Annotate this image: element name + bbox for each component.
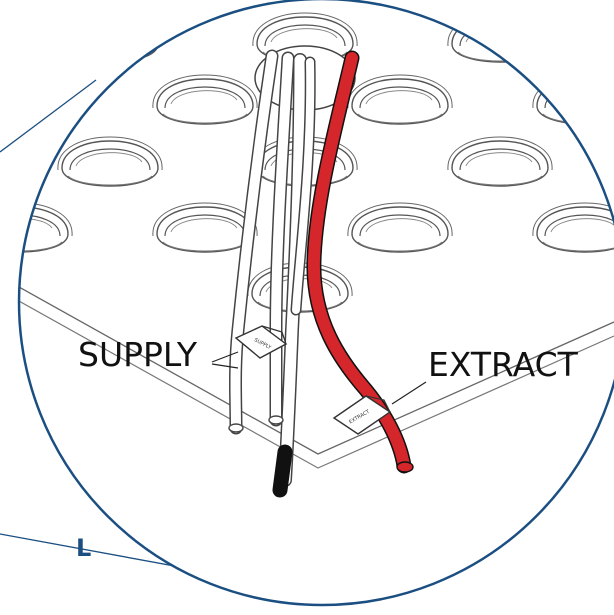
supply-pipe-end-2: [269, 416, 283, 424]
supply-pipe-end-1: [229, 424, 243, 432]
supply-label: SUPPLY: [78, 335, 198, 374]
extract-label: EXTRACT: [428, 345, 579, 384]
side-marker-label: L: [76, 534, 91, 562]
black-pipe-cap: [280, 452, 285, 490]
extract-pipe-end: [397, 462, 413, 472]
